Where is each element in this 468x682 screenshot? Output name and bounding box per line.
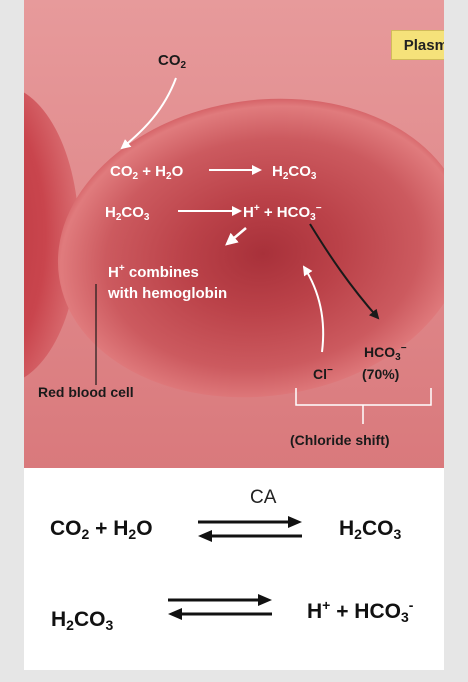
red-blood-cell xyxy=(57,98,444,398)
plasma-label-text: Plasma xyxy=(403,36,444,54)
neighbor-cell xyxy=(24,92,79,378)
chloride-label: Cl− xyxy=(313,365,333,383)
equilibrium-arrows-1 xyxy=(198,516,302,542)
co2-entry-arrow xyxy=(120,77,177,150)
reaction1-reactants: CO2 + H2O xyxy=(110,163,184,182)
co2-label: CO2 xyxy=(158,52,187,71)
reaction2-reactant: H2CO3 xyxy=(105,204,150,223)
equation2-left: H2CO3 xyxy=(51,608,114,633)
reaction2-products: H+ + HCO3− xyxy=(243,203,322,223)
figure: Plasma CO2 CO2 + H2O H2CO3 H2CO3 H+ + HC… xyxy=(24,0,444,670)
equation1-left: CO2 + H2O xyxy=(50,517,153,542)
equation2-right: H+ + HCO3- xyxy=(307,597,414,625)
rbc-label: Red blood cell xyxy=(38,384,134,400)
plasma-panel: Plasma CO2 CO2 + H2O H2CO3 H2CO3 H+ + HC… xyxy=(24,0,444,468)
plasma-label: Plasma xyxy=(391,30,444,60)
bicarbonate-percent: (70%) xyxy=(362,366,400,382)
bicarbonate-out-label: HCO3− xyxy=(364,343,407,363)
equilibrium-arrows-2 xyxy=(168,594,272,620)
hemoglobin-text-line1: H+ combines xyxy=(108,263,199,282)
hemoglobin-text-line2: with hemoglobin xyxy=(108,285,228,302)
enzyme-label: CA xyxy=(250,487,277,508)
cell-illustration xyxy=(24,0,444,468)
chloride-entry-arrow xyxy=(302,265,325,353)
chloride-shift-label: (Chloride shift) xyxy=(290,432,390,448)
reaction1-product: H2CO3 xyxy=(272,163,317,182)
bicarbonate-exit-arrow xyxy=(309,223,380,320)
hemoglobin-arrow xyxy=(225,227,247,246)
equation1-right: H2CO3 xyxy=(339,517,402,542)
